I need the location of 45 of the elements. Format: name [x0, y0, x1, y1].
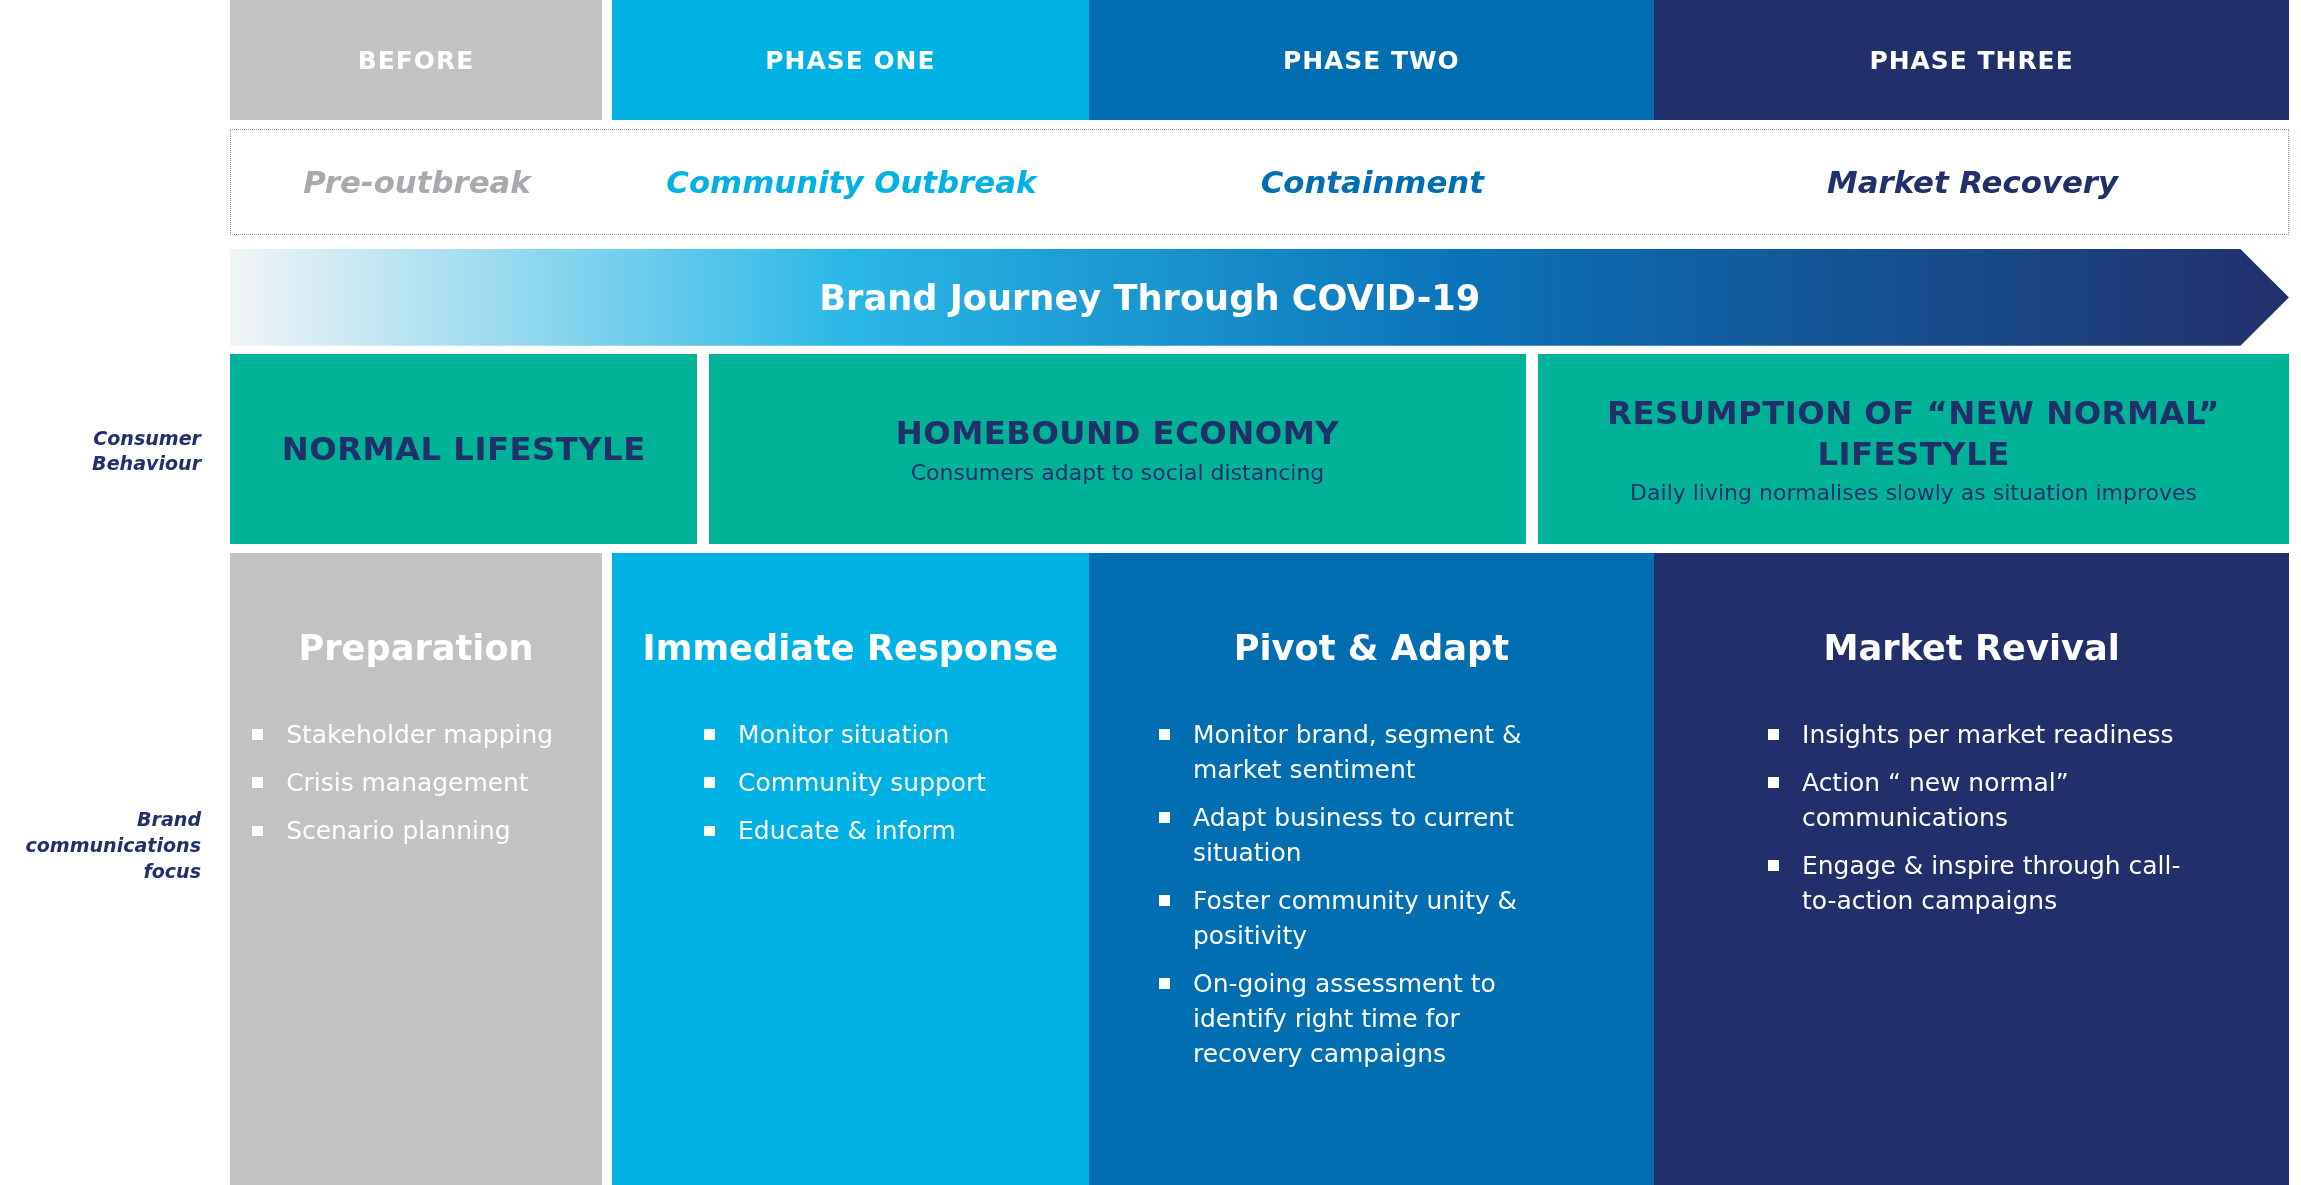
- phase-header: [230, 0, 602, 121]
- focus-column: [1653, 553, 2290, 1185]
- stage-name: Pre-outbreak: [302, 162, 533, 202]
- focus-column: [1088, 553, 1654, 1185]
- behaviour-title: RESUMPTION OF “NEW NORMAL” LIFESTYLE: [1606, 393, 2222, 474]
- bullet-text: Stakeholder mapping: [286, 718, 555, 751]
- focus-column: [611, 553, 1089, 1185]
- column-heading: Market Revival: [1822, 626, 2121, 668]
- arrow-title: Brand Journey Through COVID-19: [819, 277, 1481, 319]
- behaviour-box: [230, 353, 698, 545]
- bullet-text: Adapt business to current situation: [1193, 801, 1515, 869]
- bullet-text: Monitor brand, segment & market sentiment: [1193, 718, 1523, 786]
- phase-title: BEFORE: [357, 45, 475, 75]
- focus-column: [230, 553, 602, 1185]
- row-label: Consumer Behaviour: [91, 425, 202, 477]
- stage-name: Community Outbreak: [665, 162, 1039, 202]
- phase-header: [1088, 0, 1654, 121]
- column-heading: Preparation: [297, 626, 535, 668]
- phase-header: [611, 0, 1089, 121]
- behaviour-description: Consumers adapt to social distancing: [910, 459, 1325, 485]
- column-heading: Pivot & Adapt: [1232, 626, 1510, 668]
- bullet-text: Engage & inspire through call-to-action campaigns: [1802, 849, 2182, 917]
- phase-header: [1653, 0, 2290, 121]
- behaviour-title: NORMAL LIFESTYLE: [281, 428, 646, 470]
- behaviour-title: HOMEBOUND ECONOMY: [895, 413, 1340, 454]
- stage-band: [230, 129, 2290, 235]
- phase-title: PHASE THREE: [1869, 45, 2074, 75]
- column-heading: Immediate Response: [641, 626, 1060, 668]
- bullet-text: Community support: [738, 766, 988, 799]
- bullet-text: Foster community unity & positivity: [1193, 884, 1519, 952]
- phase-title: PHASE ONE: [765, 45, 936, 75]
- stage-name: Containment: [1259, 162, 1486, 202]
- bullet-text: Insights per market readiness: [1802, 718, 2175, 751]
- behaviour-box: [1537, 353, 2290, 545]
- bullet-text: Crisis management: [286, 766, 530, 799]
- stage-name: Market Recovery: [1826, 162, 2120, 202]
- behaviour-box: [708, 353, 1527, 545]
- bullet-text: Monitor situation: [738, 718, 951, 751]
- bullet-text: Action “ new normal” communications: [1802, 766, 2070, 834]
- bullet-text: Scenario planning: [286, 814, 512, 847]
- phase-title: PHASE TWO: [1282, 45, 1460, 75]
- bullet-text: Educate & inform: [738, 814, 957, 847]
- behaviour-description: Daily living normalises slowly as situation improves: [1630, 479, 2198, 505]
- bullet-text: On-going assessment to identify right time for recovery campaigns: [1193, 967, 1497, 1070]
- row-label: Brand communications focus: [24, 807, 202, 884]
